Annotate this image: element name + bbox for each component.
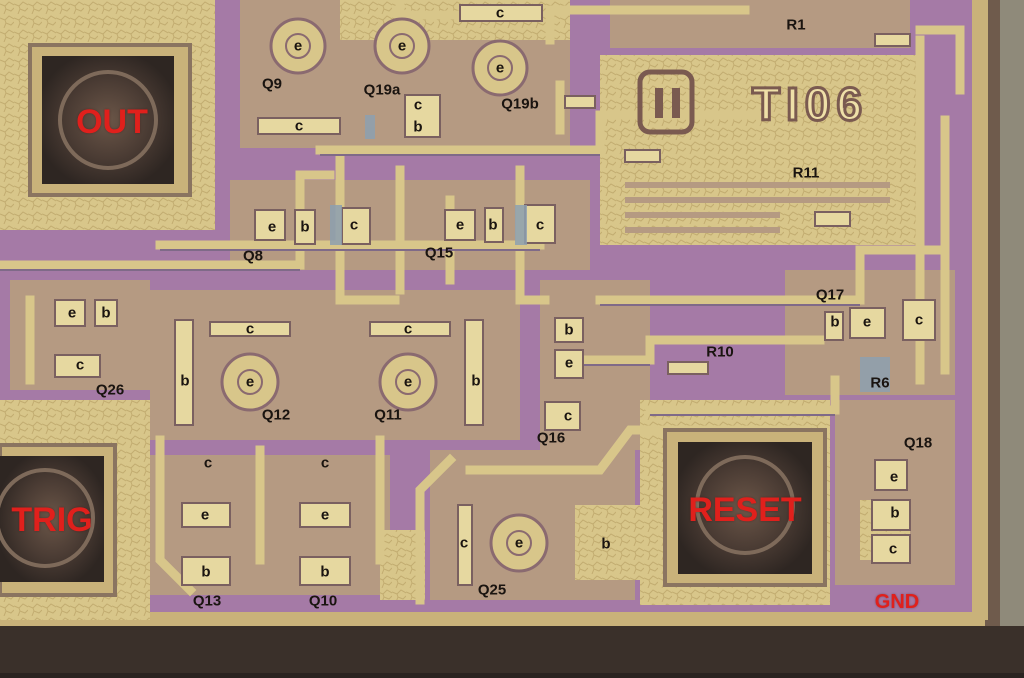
terminal-emitter-q19a: e bbox=[397, 37, 407, 55]
terminal-emitter-q11: e bbox=[403, 373, 413, 391]
terminal-emitter-q12: e bbox=[245, 373, 255, 391]
terminal-base-q13: b bbox=[201, 563, 211, 581]
terminal-base-q15: b bbox=[488, 216, 498, 234]
resistor-label-r10: R10 bbox=[706, 343, 734, 361]
transistor-label-q19a: Q19a bbox=[363, 81, 401, 99]
terminal-base-q17: b bbox=[830, 313, 840, 331]
terminal-collector-q12: c bbox=[245, 320, 255, 338]
terminal-collector-q13: c bbox=[203, 454, 213, 472]
terminal-collector-q25: c bbox=[459, 534, 469, 552]
terminal-base-q12: b bbox=[180, 372, 190, 390]
terminal-collector-q17: c bbox=[914, 311, 924, 329]
pad-label-reset: RESET bbox=[688, 491, 802, 529]
transistor-label-q9: Q9 bbox=[261, 75, 283, 93]
transistor-label-q11: Q11 bbox=[374, 406, 402, 424]
transistor-label-q26: Q26 bbox=[95, 381, 125, 399]
pad-label-out: OUT bbox=[76, 103, 148, 141]
transistor-label-q16: Q16 bbox=[536, 429, 566, 447]
transistor-label-q15: Q15 bbox=[424, 244, 454, 262]
resistor-label-r11: R11 bbox=[792, 164, 820, 182]
terminal-collector-q16: c bbox=[563, 407, 573, 425]
terminal-emitter-q13: e bbox=[200, 506, 210, 524]
terminal-base-q10: b bbox=[320, 563, 330, 581]
pad-label-gnd: GND bbox=[874, 591, 920, 613]
terminal-emitter-q18: e bbox=[889, 468, 899, 486]
terminal-base-q26: b bbox=[101, 304, 111, 322]
terminal-emitter-q15: e bbox=[455, 216, 465, 234]
terminal-collector-q26: c bbox=[75, 356, 85, 374]
terminal-emitter-q17: e bbox=[862, 313, 872, 331]
terminal-collector-q18: c bbox=[888, 540, 898, 558]
terminal-collector-q19a: c bbox=[413, 96, 423, 114]
terminal-base-q8: b bbox=[300, 218, 310, 236]
terminal-collector-q9: c bbox=[294, 117, 304, 135]
transistor-label-q18: Q18 bbox=[903, 434, 933, 452]
terminal-emitter-q16: e bbox=[564, 354, 574, 372]
terminal-base-q11: b bbox=[471, 372, 481, 390]
transistor-label-q10: Q10 bbox=[308, 592, 338, 610]
transistor-label-q13: Q13 bbox=[192, 592, 222, 610]
terminal-base-q19: b bbox=[413, 118, 423, 136]
terminal-base-q16: b bbox=[564, 321, 574, 339]
terminal-base-q25: b bbox=[601, 535, 611, 553]
die-marking-logo: TI06 bbox=[750, 78, 869, 130]
terminal-base-q18: b bbox=[890, 504, 900, 522]
resistor-label-r6: R6 bbox=[870, 374, 890, 392]
terminal-collector-q11: c bbox=[403, 320, 413, 338]
terminal-collector-q10: c bbox=[320, 454, 330, 472]
terminal-collector-q19b: c bbox=[495, 4, 505, 22]
transistor-label-q25: Q25 bbox=[477, 581, 507, 599]
terminal-emitter-q19b: e bbox=[495, 59, 505, 77]
pad-label-trig: TRIG bbox=[11, 501, 93, 539]
terminal-collector-q15: c bbox=[535, 216, 545, 234]
transistor-label-q8: Q8 bbox=[242, 247, 264, 265]
transistor-label-q17: Q17 bbox=[815, 286, 845, 304]
terminal-emitter-q25: e bbox=[514, 534, 524, 552]
resistor-label-r1: R1 bbox=[786, 16, 806, 34]
terminal-emitter-q26: e bbox=[67, 304, 77, 322]
terminal-emitter-q9: e bbox=[293, 37, 303, 55]
terminal-collector-q8: c bbox=[349, 216, 359, 234]
terminal-emitter-q8: e bbox=[267, 218, 277, 236]
transistor-label-q12: Q12 bbox=[261, 406, 291, 424]
transistor-label-q19b: Q19b bbox=[501, 95, 539, 113]
terminal-emitter-q10: e bbox=[320, 506, 330, 524]
